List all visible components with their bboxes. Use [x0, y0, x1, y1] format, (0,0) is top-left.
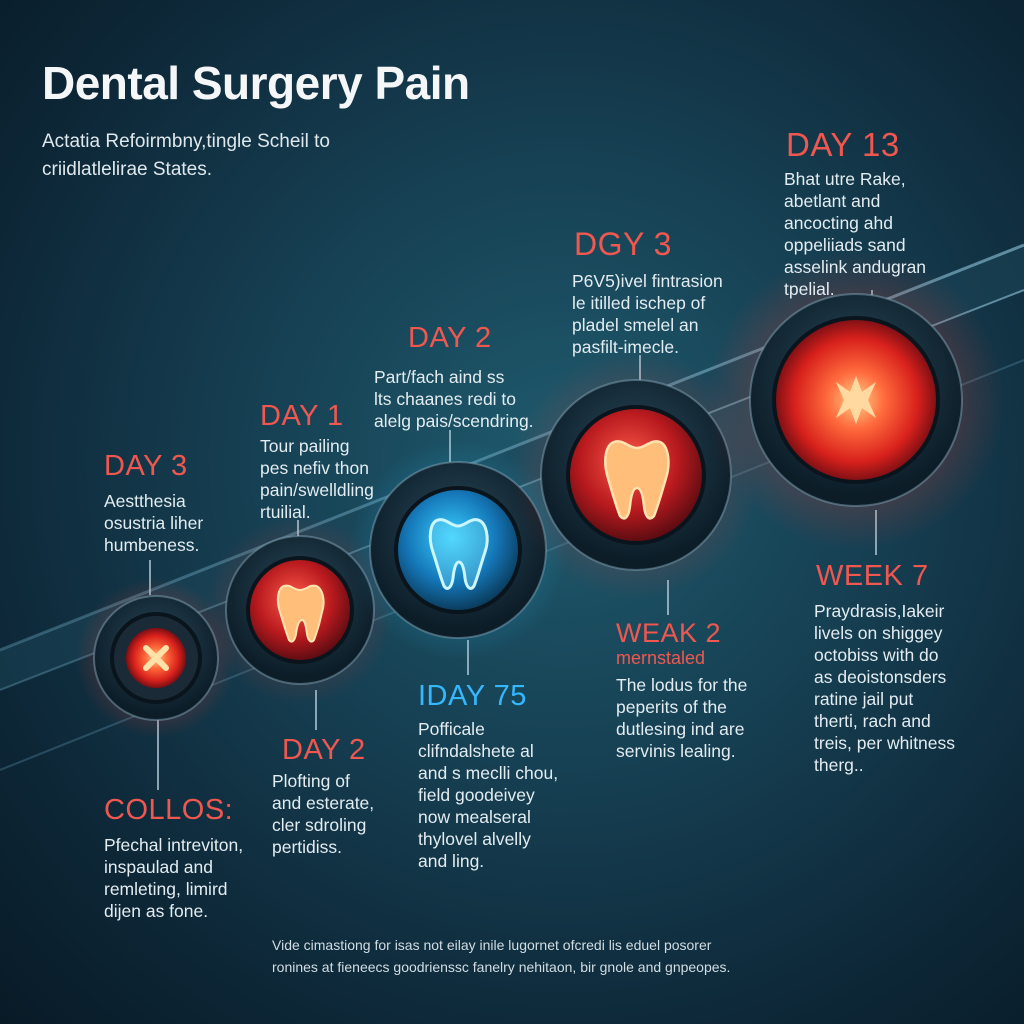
- pain-burst-icon: [143, 645, 169, 671]
- tooth-icon: [428, 518, 489, 590]
- node-dgy3: [511, 350, 761, 600]
- stage-subtitle-weak2: mernstaled: [616, 648, 706, 668]
- stage-text-day2-top: Part/fach aind ss lts chaanes redi to al…: [374, 367, 534, 431]
- tooth-icon: [604, 440, 670, 520]
- node-day3: [76, 578, 236, 738]
- stage-title-day2-bottom: DAY 2: [282, 734, 366, 766]
- stage-title-collos: COLLOS:: [104, 794, 234, 826]
- stage-title-day3-left: DAY 3: [104, 450, 188, 482]
- stage-title-dgy3: DGY 3: [574, 226, 672, 262]
- page-title: Dental Surgery Pain: [42, 57, 470, 109]
- stage-title-day1: DAY 1: [260, 400, 344, 432]
- stage-title-day2-top: DAY 2: [408, 322, 492, 354]
- pain-burst-icon: [836, 376, 876, 424]
- stage-text-dgy3: P6V5)ivel fintrasion le itilled ischep o…: [572, 271, 723, 357]
- stage-text-day3-left: Aestthesia osustria liher humbeness.: [104, 491, 204, 555]
- stage-text-day13: Bhat utre Rake, abetlant and ancocting a…: [784, 169, 927, 299]
- node-day13: [706, 250, 1006, 550]
- stage-text-day2-bottom: Plofting of and esterate, cler sdroling …: [272, 771, 375, 857]
- stage-text-day1: Tour pailing pes nefiv thon pain/swelldl…: [260, 436, 374, 522]
- page-subtitle: Actatia Refoirmbny,tingle Scheil to crii…: [42, 131, 330, 180]
- stage-text-weak2: The lodus for the peperits of the dutles…: [616, 675, 748, 761]
- tooth-icon: [276, 584, 325, 643]
- node-day1: [205, 515, 395, 705]
- stage-title-week7: WEEK 7: [816, 560, 929, 592]
- stage-text-collos: Pfechal intreviton, inspaulad and remlet…: [104, 835, 244, 921]
- stage-title-day13: DAY 13: [786, 126, 900, 163]
- stage-text-week7: Praydrasis,Iakeir livels on shiggey octo…: [814, 601, 956, 775]
- stage-title-day75: IDAY 75: [418, 680, 527, 712]
- stage-title-weak2: WEAK 2: [616, 618, 722, 648]
- footer-note: Vide cimastiong for isas not eilay inile…: [272, 937, 731, 975]
- stage-text-day75: Pofficale clifndalshete al and s meclli …: [418, 719, 559, 871]
